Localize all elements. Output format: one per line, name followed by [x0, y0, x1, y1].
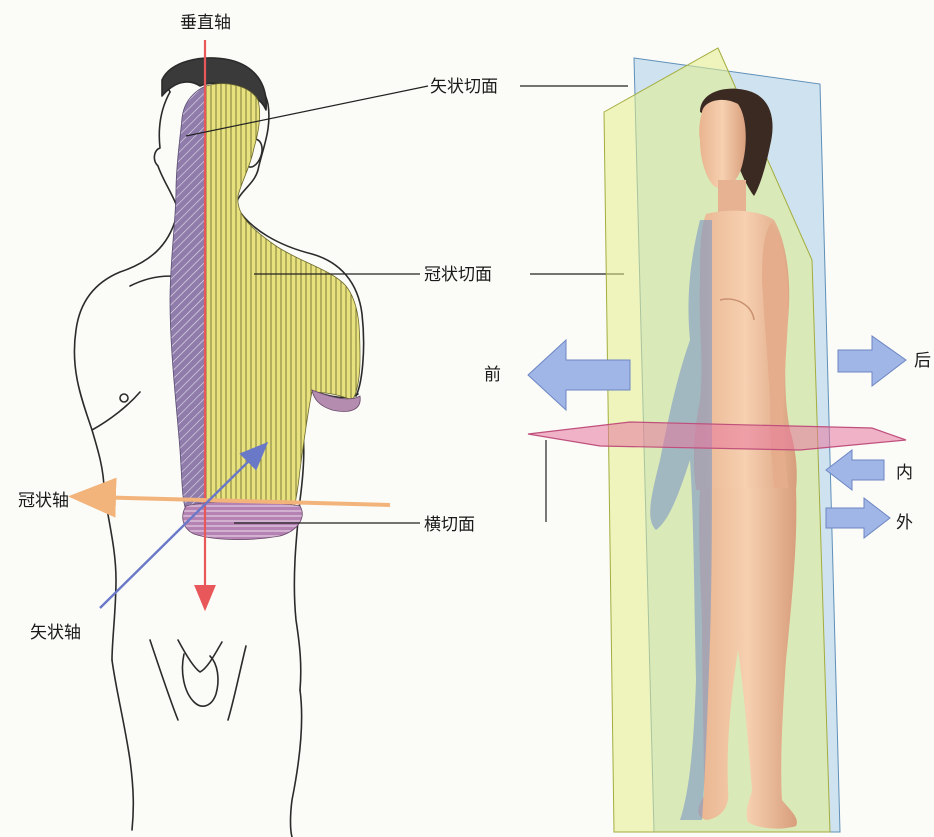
left-thigh-line — [150, 640, 178, 720]
posterior-label: 后 — [914, 351, 931, 371]
lateral-label: 外 — [896, 513, 913, 533]
transverse-plane-label: 横切面 — [424, 515, 475, 535]
vertical-axis-label: 垂直轴 — [180, 13, 231, 33]
left-side — [104, 490, 116, 660]
anterior-label: 前 — [484, 365, 501, 385]
lateral-arrow-icon — [826, 498, 890, 538]
left-nipple — [120, 394, 128, 402]
genitals — [182, 654, 218, 706]
coronal-section — [206, 84, 360, 508]
figure-neck — [718, 180, 746, 214]
posterior-arrow-icon — [838, 336, 906, 386]
medial-arrow-icon — [826, 450, 884, 490]
sagittal-section — [170, 86, 206, 510]
medial-label: 内 — [896, 463, 913, 483]
groin — [178, 640, 222, 672]
left-chest — [92, 392, 140, 430]
left-leg — [112, 660, 133, 830]
sagittal-axis-label: 矢状轴 — [30, 623, 81, 643]
coronal-plane-label: 冠状切面 — [424, 265, 492, 285]
sagittal-plane-label: 矢状切面 — [430, 77, 498, 97]
right-thigh-line — [228, 646, 246, 720]
coronal-axis-label: 冠状轴 — [18, 491, 69, 511]
transverse-plane-rect — [528, 422, 906, 450]
left-shoulder — [74, 218, 176, 490]
right-leg — [291, 690, 302, 837]
